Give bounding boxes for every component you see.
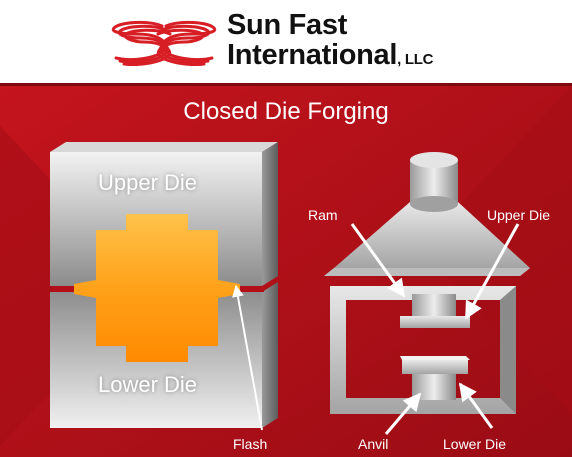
lower-die-label: Lower Die xyxy=(98,372,198,397)
header-bar xyxy=(0,0,572,83)
company-name-line1: Sun Fast xyxy=(227,9,348,41)
upper-die-label-right: Upper Die xyxy=(487,207,551,223)
flash-arrow xyxy=(232,284,263,431)
upper-die-plate xyxy=(400,356,470,360)
page-title: Closed Die Forging xyxy=(183,98,389,125)
lower-die-label-right: Lower Die xyxy=(443,436,507,452)
company-name-line2: International, LLC xyxy=(227,40,433,75)
upper-die-arrow xyxy=(464,223,520,320)
flash-label: Flash xyxy=(233,436,268,452)
press-cylinder xyxy=(410,152,458,212)
ram-arrow xyxy=(350,223,406,298)
company-name-main: International xyxy=(227,39,398,71)
workpiece xyxy=(74,214,240,362)
anvil-label: Anvil xyxy=(358,436,389,452)
upper-die-label: Upper Die xyxy=(98,170,198,195)
ram xyxy=(400,294,470,328)
company-logo-icon xyxy=(111,20,217,66)
press-head xyxy=(324,202,530,276)
ram-label: Ram xyxy=(308,207,338,223)
company-suffix: , LLC xyxy=(397,51,434,68)
lower-die-arrow xyxy=(458,382,494,429)
right-lower-die xyxy=(402,360,468,400)
anvil-arrow xyxy=(384,392,422,435)
header-divider xyxy=(0,83,572,86)
company-name: Sun Fast International, LLC xyxy=(227,10,433,75)
